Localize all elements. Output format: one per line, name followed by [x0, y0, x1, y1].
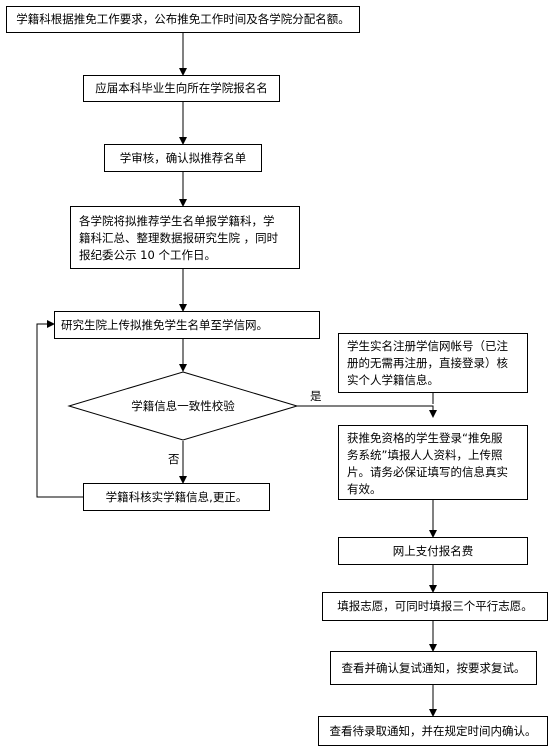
- step3-text: 学审核，确认拟推荐名单: [119, 150, 247, 165]
- login-line-1: 获推免资格的学生登录“推免服: [347, 431, 503, 445]
- step2-register-box: 应届本科毕业生向所在学院报名名: [83, 75, 280, 102]
- step4-line-2: 籍科汇总、整理数据报研究生院 ，同时: [79, 231, 279, 245]
- login-line-3: 片。请务必保证填写的信息真实: [347, 465, 508, 479]
- step1-publish-box: 学籍科根据推免工作要求，公布推免工作时间及各学院分配名额。: [6, 6, 360, 33]
- step3-review-box: 学审核，确认拟推荐名单: [104, 144, 262, 172]
- correct-info-box: 学籍科核实学籍信息,更正。: [83, 483, 270, 511]
- step4-line-1: 各学院将拟推荐学生名单报学籍科，学: [79, 214, 275, 228]
- register-chsi-box: 学生实名注册学信网帐号（已注 册的无需再注册，直接登录）核 实个人学籍信息。: [338, 333, 528, 393]
- step2-text: 应届本科毕业生向所在学院报名名: [95, 81, 268, 95]
- login-line-4: 有效。: [347, 482, 382, 496]
- decision-text: 学籍信息一致性校验: [131, 399, 235, 413]
- step4-line-3: 报纪委公示 10 个工作日。: [79, 248, 216, 262]
- yes-label: 是: [310, 389, 322, 403]
- no-label: 否: [168, 452, 180, 466]
- admission-notice-box: 查看待录取通知，并在规定时间内确认。: [318, 716, 548, 746]
- step1-text: 学籍科根据推免工作要求，公布推免工作时间及各学院分配名额。: [16, 12, 350, 26]
- register-line-1: 学生实名注册学信网帐号（已注: [347, 339, 508, 353]
- login-system-box: 获推免资格的学生登录“推免服 务系统”填报人人资料，上传照 片。请务必保证填写的…: [338, 425, 528, 500]
- loop-back-line: [36, 320, 83, 498]
- pay-fee-box: 网上支付报名费: [338, 537, 528, 565]
- step5-upload-box: 研究生院上传拟推免学生名单至学信网。: [54, 311, 320, 339]
- step5-text: 研究生院上传拟推免学生名单至学信网。: [61, 317, 268, 332]
- admit-text: 查看待录取通知，并在规定时间内确认。: [329, 723, 537, 738]
- decision-diamond: [67, 371, 299, 441]
- login-line-2: 务系统”填报人人资料，上传照: [347, 448, 503, 462]
- correct-text: 学籍科核实学籍信息,更正。: [105, 489, 248, 504]
- apply-wish-box: 填报志愿，可同时填报三个平行志愿。: [322, 592, 548, 621]
- interview-notice-box: 查看并确认复试通知，按要求复试。: [330, 651, 537, 685]
- register-line-3: 实个人学籍信息。: [347, 373, 439, 387]
- arrow-decision-yes: [297, 405, 437, 418]
- register-line-2: 册的无需再注册，直接登录）核: [347, 356, 508, 370]
- step4-report-box: 各学院将拟推荐学生名单报学籍科，学 籍科汇总、整理数据报研究生院 ，同时 报纪委…: [70, 206, 300, 269]
- apply-text: 填报志愿，可同时填报三个平行志愿。: [337, 599, 533, 613]
- pay-text: 网上支付报名费: [392, 543, 474, 558]
- interview-text: 查看并确认复试通知，按要求复试。: [341, 660, 526, 675]
